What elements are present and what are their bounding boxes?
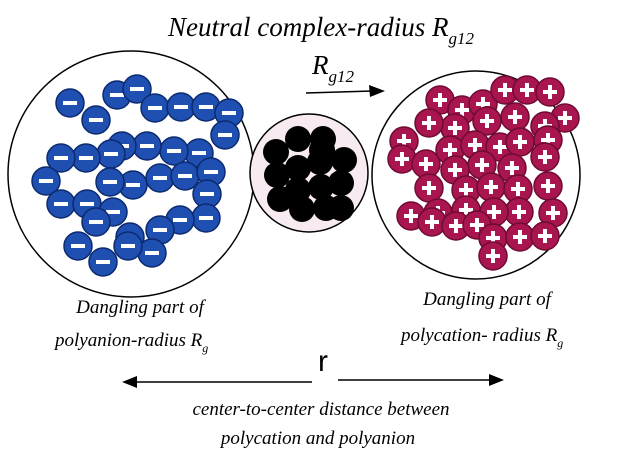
anion-particle (137, 238, 167, 268)
cation-particle (425, 85, 455, 115)
left-caption-line1: Dangling part of (75, 297, 206, 318)
anion-particle (159, 136, 189, 166)
anion-particle (81, 207, 111, 237)
anion-particle (46, 143, 76, 173)
neutral-complex-core (263, 126, 357, 222)
anion-particle (95, 167, 125, 197)
neutral-particle (331, 147, 357, 173)
left-caption-subscript: g (202, 341, 208, 355)
cation-particle (414, 108, 444, 138)
anion-particle (113, 231, 143, 261)
polycation-chain (387, 75, 580, 271)
neutral-particle (264, 162, 290, 188)
anion-particle (191, 203, 221, 233)
cation-particle (503, 174, 533, 204)
distance-caption-line2: polycation and polyanion (219, 428, 415, 449)
neutral-particle (263, 139, 289, 165)
anion-particle (31, 166, 61, 196)
right-caption-line2: polycation- radius Rg (399, 325, 563, 350)
cation-particle (500, 102, 530, 132)
title-subscript: g12 (448, 29, 474, 48)
cation-particle (417, 207, 447, 237)
distance-arrow-right-head (489, 374, 504, 386)
left-caption-line2: polyanion-radius Rg (53, 330, 208, 355)
anion-particle (63, 231, 93, 261)
anion-particle (140, 93, 170, 123)
cation-particle (505, 127, 535, 157)
arrow-label: Rg12 (311, 50, 355, 86)
anion-particle (132, 131, 162, 161)
anion-particle (55, 88, 85, 118)
cation-particle (505, 222, 535, 252)
neutral-particle (267, 186, 293, 212)
cation-particle (530, 142, 560, 172)
cation-particle (472, 106, 502, 136)
left-caption-main: polyanion-radius R (53, 330, 203, 351)
cation-particle (414, 173, 444, 203)
distance-symbol: r (318, 345, 328, 378)
right-caption-line1: Dangling part of (422, 289, 553, 310)
title-main: Neutral complex-radius R (167, 12, 449, 42)
polyanion-chain (31, 74, 244, 277)
neutral-particle (308, 174, 334, 200)
cation-particle (533, 171, 563, 201)
anion-particle (210, 120, 240, 150)
neutral-particle (328, 195, 354, 221)
anion-particle (122, 74, 152, 104)
right-caption-main: polycation- radius R (399, 325, 558, 346)
cation-particle (530, 221, 560, 251)
distance-arrow-left-head (122, 376, 137, 388)
anion-particle (96, 139, 126, 169)
cation-particle (504, 197, 534, 227)
anion-particle (88, 247, 118, 277)
cation-particle (476, 172, 506, 202)
right-caption-subscript: g (557, 336, 563, 350)
cation-particle (535, 77, 565, 107)
cation-particle (387, 144, 417, 174)
anion-particle (192, 179, 222, 209)
anion-particle (71, 143, 101, 173)
diagram-title: Neutral complex-radius Rg12 (167, 12, 474, 48)
neutral-particle (328, 170, 354, 196)
anion-particle (145, 163, 175, 193)
radius-arrow-line (305, 90, 373, 94)
anion-particle (46, 189, 76, 219)
neutral-particle (309, 137, 335, 163)
anion-particle (81, 105, 111, 135)
radius-arrow-head (369, 85, 385, 97)
neutral-particle (289, 196, 315, 222)
cation-particle (478, 241, 508, 271)
neutral-particle (285, 126, 311, 152)
cation-particle (512, 75, 542, 105)
arrow-label-subscript: g12 (329, 67, 355, 86)
arrow-label-main: R (311, 50, 329, 80)
neutral-particle (285, 155, 311, 181)
anion-particle (166, 92, 196, 122)
distance-caption-line1: center-to-center distance between (192, 399, 449, 420)
